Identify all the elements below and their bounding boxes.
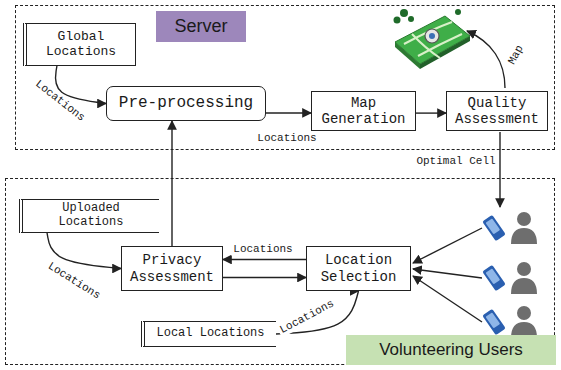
edge-label: Locations — [255, 132, 318, 145]
edge-label: Locations — [44, 259, 104, 303]
users-region: Volunteering Users Uploaded LocationsPriv… — [5, 178, 555, 365]
data-store: Local Locations — [141, 321, 276, 347]
flow-arrow — [47, 233, 121, 269]
user-icons — [482, 212, 537, 338]
node-text: Pre-processing — [113, 94, 259, 112]
arrow-label: Optimal Cell — [414, 155, 497, 168]
process-box: Privacy Assessment — [121, 246, 223, 291]
server-region: ServerGlobal LocationsPre-processing Map … — [15, 5, 555, 150]
map-icon — [394, 9, 471, 69]
flow-arrow — [223, 277, 306, 278]
data-store: Uploaded Locations — [19, 199, 159, 233]
flow-arrow — [276, 291, 359, 334]
arrow-label: Map — [505, 42, 527, 69]
node-text: Privacy Assessment — [128, 252, 216, 284]
process-box: Map Generation — [311, 91, 416, 131]
flow-arrow — [416, 112, 446, 113]
node-text: Quality Assessment — [453, 95, 541, 127]
node-text: Global Locations — [32, 30, 130, 60]
edge-label: Locations — [276, 297, 338, 338]
region-heading: Volunteering Users — [346, 335, 556, 365]
process-box: Location Selection — [306, 246, 411, 291]
flow-arrow — [171, 121, 172, 246]
flow-arrow — [55, 66, 106, 104]
region-heading: Server — [156, 11, 246, 42]
edge-label: Locations — [231, 243, 294, 256]
user-lines — [413, 228, 482, 322]
flow-arrow — [266, 112, 311, 113]
node-text: Uploaded Locations — [28, 202, 154, 230]
node-text: Location Selection — [313, 252, 404, 284]
node-text: Local Locations — [150, 327, 271, 341]
data-store: Global Locations — [23, 23, 136, 66]
map-arrow — [467, 31, 505, 88]
process-box: Pre-processing — [106, 86, 266, 121]
node-text: Map Generation — [318, 95, 409, 127]
process-box: Quality Assessment — [446, 91, 548, 131]
flow-arrow — [223, 259, 306, 260]
edge-label: Locations — [31, 76, 89, 125]
optimal-cell-arrow — [499, 132, 500, 207]
